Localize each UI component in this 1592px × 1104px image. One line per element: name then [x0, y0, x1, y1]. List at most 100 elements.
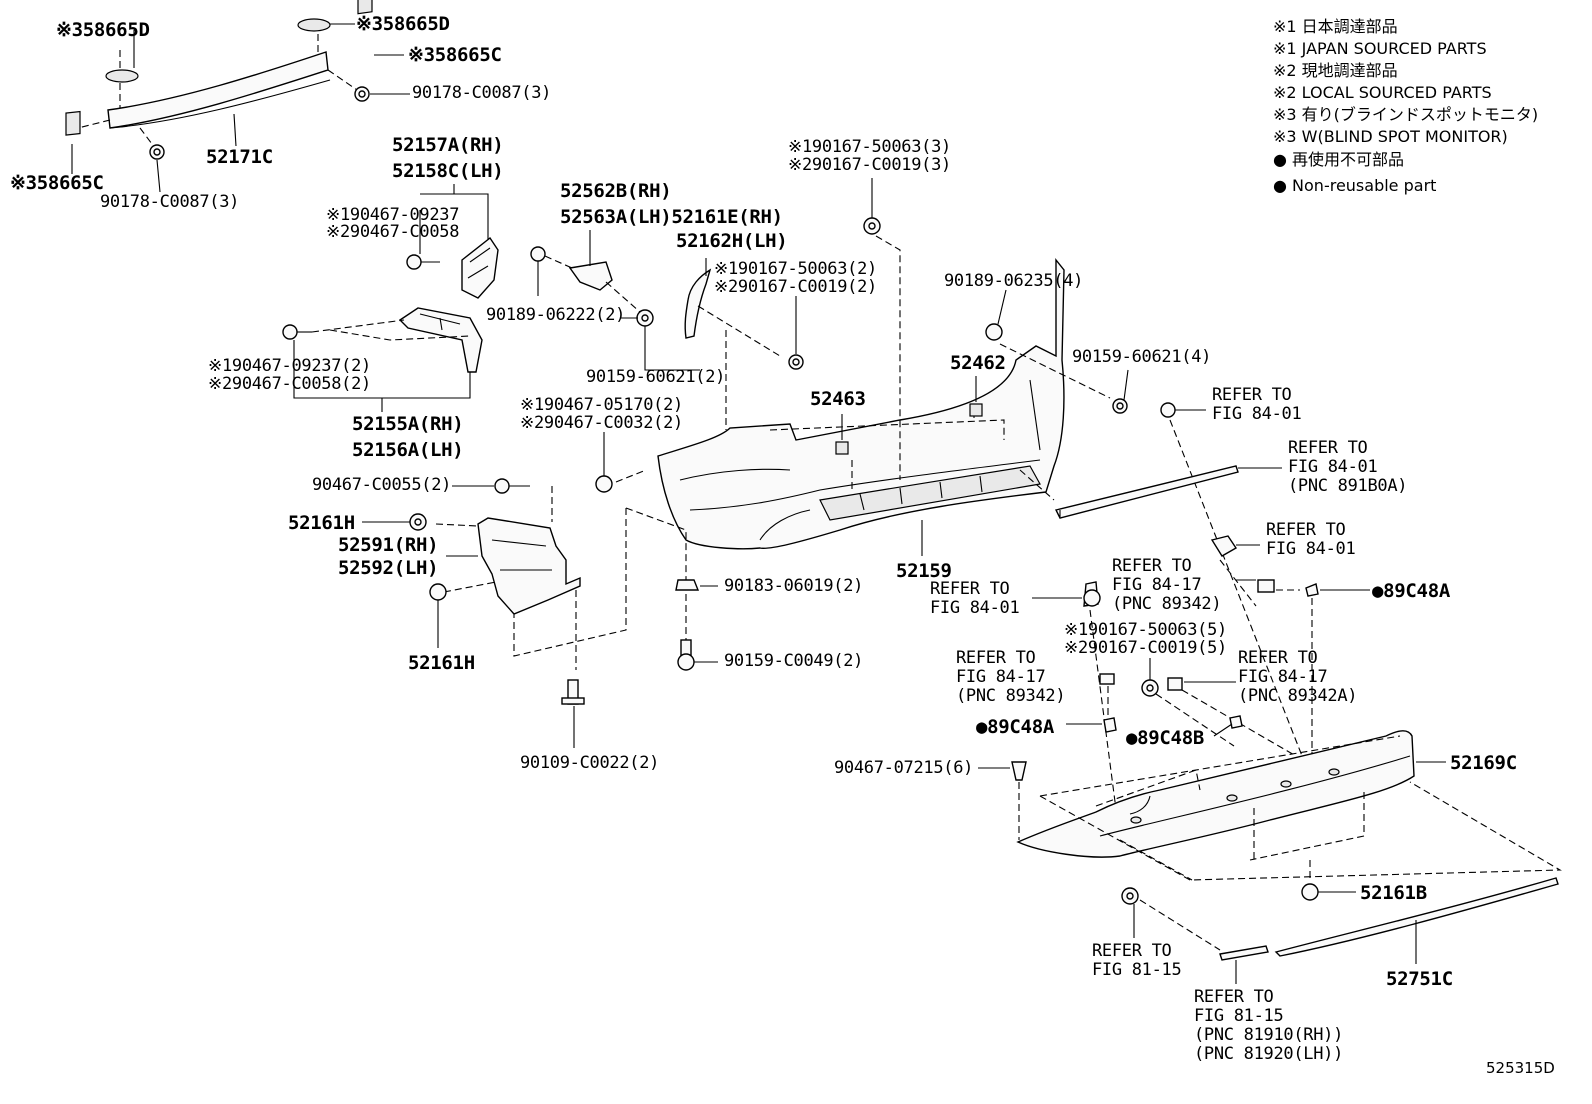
part-label: 52592(LH)	[338, 557, 439, 579]
part-label: 90159-60621(2)	[586, 367, 726, 387]
clip-52161h-lower	[429, 583, 447, 601]
bracket-52157a	[461, 236, 499, 299]
sensor-89c48b	[1229, 715, 1243, 729]
part-label: ※290167-C0019(3)	[788, 155, 951, 175]
legend-line-5: ※3 有り(ブラインドスポットモニタ)	[1273, 105, 1539, 124]
sensor-pad-58665c-left	[65, 110, 81, 136]
part-label: 52562B(RH)	[560, 180, 672, 202]
connector-89342-a	[1257, 579, 1275, 593]
lower-cover-52169c	[1016, 730, 1415, 858]
nut-90178-right	[354, 86, 370, 102]
nut-90159-60621-right	[1112, 398, 1128, 414]
clip-90189-06235	[985, 323, 1003, 341]
part-label: ※190167-50063(3)	[788, 137, 951, 157]
clip-52462	[969, 403, 983, 417]
part-label: 52169C	[1450, 752, 1517, 774]
part-label: ※290167-C0019(2)	[714, 277, 877, 297]
part-label: ●89C48A	[1372, 580, 1450, 602]
document-id: 525315D	[1486, 1059, 1555, 1077]
part-label: 90159-60621(4)	[1072, 347, 1212, 367]
part-label: REFER TO FIG 84-01	[930, 579, 1020, 618]
sensor-pad-58665c-right	[357, 0, 373, 15]
clip-90467-09237-lower	[282, 324, 312, 340]
part-label: REFER TO FIG 84-17 (PNC 89342)	[956, 648, 1066, 706]
legend-line-7: ● 再使用不可部品	[1273, 150, 1405, 169]
legend-line-3: ※2 現地調達部品	[1273, 61, 1398, 80]
rear-bumper-cover-52159	[657, 258, 1065, 550]
trim-52161e	[684, 268, 712, 339]
part-label: 52156A(LH)	[352, 439, 464, 461]
bolt-90159-c0049	[677, 639, 695, 671]
part-label: 52751C	[1386, 968, 1453, 990]
bolt-90109-c0022	[561, 679, 585, 705]
legend-line-2: ※1 JAPAN SOURCED PARTS	[1273, 39, 1487, 58]
part-label: 90178-C0087(3)	[100, 192, 240, 212]
legend-line-4: ※2 LOCAL SOURCED PARTS	[1273, 83, 1492, 102]
clip-90467-09237-upper	[406, 254, 440, 270]
part-label: ※290467-C0058	[326, 222, 460, 242]
nut-90183-06019	[675, 579, 700, 591]
part-label: 52155A(RH)	[352, 413, 464, 435]
part-label: REFER TO FIG 81-15 (PNC 81910(RH)) (PNC …	[1194, 987, 1344, 1064]
part-label: REFER TO FIG 84-01 (PNC 891B0A)	[1288, 438, 1408, 496]
part-label: REFER TO FIG 84-01	[1266, 520, 1356, 559]
part-label: REFER TO FIG 84-17 (PNC 89342A)	[1238, 648, 1358, 706]
part-label: 52161H	[288, 512, 355, 534]
clip-90467-05170	[595, 475, 613, 493]
sensor-pad-58665d-right	[297, 18, 331, 32]
part-label: 90189-06222(2)	[486, 305, 626, 325]
part-label: ※290467-C0032(2)	[520, 413, 683, 433]
clip-refer-84-01-a	[1160, 402, 1206, 418]
nut-90159-60621-left	[636, 309, 654, 327]
side-cover-52591	[477, 517, 581, 615]
legend-line-8: ● Non-reusable part	[1273, 176, 1437, 195]
part-label: 52171C	[206, 146, 273, 168]
clip-52463	[835, 441, 849, 455]
part-label: 52463	[810, 388, 866, 410]
part-label: 90159-C0049(2)	[724, 651, 864, 671]
bracket-52155a	[398, 307, 483, 373]
part-label: ※290467-C0058(2)	[208, 374, 371, 394]
part-label: ※190167-50063(2)	[714, 259, 877, 279]
part-label: ※358665D	[56, 19, 150, 41]
screw-90467-c0055	[494, 478, 530, 494]
part-label: 90183-06019(2)	[724, 576, 864, 596]
wire-891b0a	[1054, 465, 1239, 519]
sensor-pad-58665d-left	[105, 69, 139, 83]
sensor-89c48a-a	[1305, 583, 1319, 597]
part-label: 52157A(RH)	[392, 134, 504, 156]
connector-89342a	[1167, 677, 1183, 691]
part-label: REFER TO FIG 81-15	[1092, 941, 1182, 980]
part-label: 52162H(LH)	[676, 230, 788, 252]
part-label: ※190467-05170(2)	[520, 395, 683, 415]
clip-52161b	[1301, 883, 1356, 901]
connector-89342-b	[1099, 673, 1115, 685]
part-label: 52158C(LH)	[392, 160, 504, 182]
nut-90178-left	[149, 144, 165, 160]
part-label: ※358665D	[356, 13, 450, 35]
legend-line-6: ※3 W(BLIND SPOT MONITOR)	[1273, 127, 1508, 146]
sensor-89c48a-b	[1103, 717, 1117, 733]
part-label: 52161H	[408, 652, 475, 674]
bumper-reinforcement-52171c	[77, 34, 361, 149]
clip-90189-06222	[530, 246, 546, 296]
bracket-52562b	[568, 261, 613, 291]
part-label: ※190467-09237(2)	[208, 356, 371, 376]
part-label: ※290167-C0019(5)	[1064, 638, 1227, 658]
part-label: ※190167-50063(5)	[1064, 620, 1227, 640]
part-label: 90189-06235(4)	[944, 271, 1084, 291]
part-label: ※358665C	[408, 44, 502, 66]
part-label: REFER TO FIG 84-17 (PNC 89342)	[1112, 556, 1222, 614]
clip-refer-84-01-b	[1210, 535, 1237, 557]
part-label: REFER TO FIG 84-01	[1212, 385, 1302, 424]
part-label: 90178-C0087(3)	[412, 83, 552, 103]
part-label: 90467-C0055(2)	[312, 475, 452, 495]
garnish-52751c	[1274, 877, 1559, 957]
part-label: 52591(RH)	[338, 534, 439, 556]
clip-refer-84-01-c	[1083, 581, 1101, 607]
part-label: ●89C48B	[1126, 727, 1204, 749]
part-label: 90109-C0022(2)	[520, 753, 660, 773]
part-label: ※190467-09237	[326, 205, 460, 225]
screw-90467-07215	[1011, 761, 1027, 781]
